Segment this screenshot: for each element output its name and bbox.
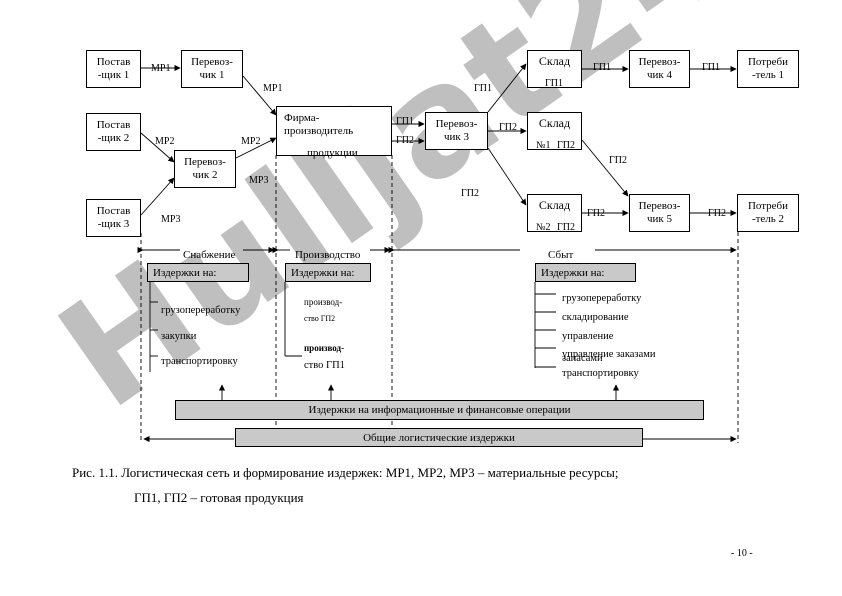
carrier-2-box: Перевоз- чик 2 — [174, 150, 236, 188]
supply-cost-item: транспортировку — [161, 356, 238, 367]
manufacturer-line-3: продукции — [307, 147, 358, 159]
production-cost-item: ство ГП2 — [304, 314, 336, 323]
flow-label: ГП1 — [396, 116, 415, 127]
flow-label: ГП1 — [545, 78, 564, 89]
warehouse-3-box: Склад — [527, 194, 582, 232]
supplier-2-box: Постав -щик 2 — [86, 113, 141, 151]
supply-cost-item: закупки — [161, 331, 197, 342]
figure-caption-line-2: ГП1, ГП2 – готовая продукция — [134, 490, 304, 505]
sales-cost-item: управление заказами — [562, 349, 656, 360]
flow-label: МР1 — [151, 63, 171, 74]
flow-label: МР3 — [249, 175, 269, 186]
arrow-c3-w1 — [487, 63, 527, 113]
warehouse-2-number: №1 — [536, 140, 551, 151]
flow-label: ГП1 — [702, 62, 721, 73]
sales-costs-header: Издержки на: — [535, 263, 636, 282]
flow-label: ГП2 — [587, 208, 606, 219]
production-cost-item: ство ГП1 — [304, 360, 345, 371]
flow-label: МР3 — [161, 214, 181, 225]
manufacturer-box: Фирма- производитель продукции — [276, 106, 392, 159]
arrow-s2-c2 — [140, 132, 175, 163]
supply-cost-item: грузопереработку — [161, 305, 241, 316]
arrow-s3-c2 — [140, 177, 175, 216]
consumer-2-box: Потреби -тель 2 — [737, 194, 799, 232]
stage-production: Производство — [295, 249, 361, 261]
sales-cost-item: запасами — [562, 353, 603, 364]
stage-sales: Сбыт — [548, 249, 574, 261]
manufacturer-line-1: Фирма- — [284, 112, 320, 124]
warehouse-3-number: №2 — [536, 222, 551, 233]
flow-label: ГП1 — [593, 62, 612, 73]
supply-costs-header: Издержки на: — [147, 263, 249, 282]
page-number: - 10 - — [731, 548, 753, 559]
carrier-5-box: Перевоз- чик 5 — [629, 194, 690, 232]
sales-cost-item: грузопереработку — [562, 293, 642, 304]
carrier-3-box: Перевоз- чик 3 — [425, 112, 488, 150]
warehouse-1-box: Склад — [527, 50, 582, 88]
consumer-1-box: Потреби -тель 1 — [737, 50, 799, 88]
flow-label: МР1 — [263, 83, 283, 94]
arrow-c3-w3 — [487, 147, 527, 206]
stage-supply: Снабжение — [183, 249, 236, 261]
supplier-1-box: Постав -щик 1 — [86, 50, 141, 88]
warehouse-2-box: Склад — [527, 112, 582, 150]
flow-label: ГП1 — [474, 83, 493, 94]
flow-label: МР2 — [241, 136, 261, 147]
figure-caption-line-1: Рис. 1.1. Логистическая сеть и формирова… — [72, 465, 619, 480]
manufacturer-line-2: производитель — [284, 125, 354, 137]
carrier-4-box: Перевоз- чик 4 — [629, 50, 690, 88]
production-cost-item: производ- — [304, 343, 345, 353]
production-costs-header: Издержки на: — [285, 263, 371, 282]
flow-label: ГП2 — [708, 208, 727, 219]
info-finance-costs-bar: Издержки на информационные и финансовые … — [175, 400, 704, 420]
arrow-w2-c5 — [581, 139, 629, 197]
flow-label: МР2 — [155, 136, 175, 147]
flow-label: ГП2 — [557, 140, 576, 151]
sales-cost-item: управление — [562, 331, 614, 342]
carrier-1-box: Перевоз- чик 1 — [181, 50, 243, 88]
total-logistics-costs-bar: Общие логистические издержки — [235, 428, 643, 447]
flow-label: ГП2 — [461, 188, 480, 199]
supplier-3-box: Постав -щик 3 — [86, 199, 141, 237]
flow-label: ГП2 — [396, 135, 415, 146]
sales-cost-item: транспортировку — [562, 368, 639, 379]
flow-label: ГП2 — [499, 122, 518, 133]
flow-label: ГП2 — [609, 155, 628, 166]
arrow-c1-firm — [242, 75, 277, 116]
production-cost-item: производ- — [304, 297, 343, 307]
flow-label: ГП2 — [557, 222, 576, 233]
sales-cost-item: складирование — [562, 312, 629, 323]
arrow-c2-firm — [235, 137, 277, 159]
